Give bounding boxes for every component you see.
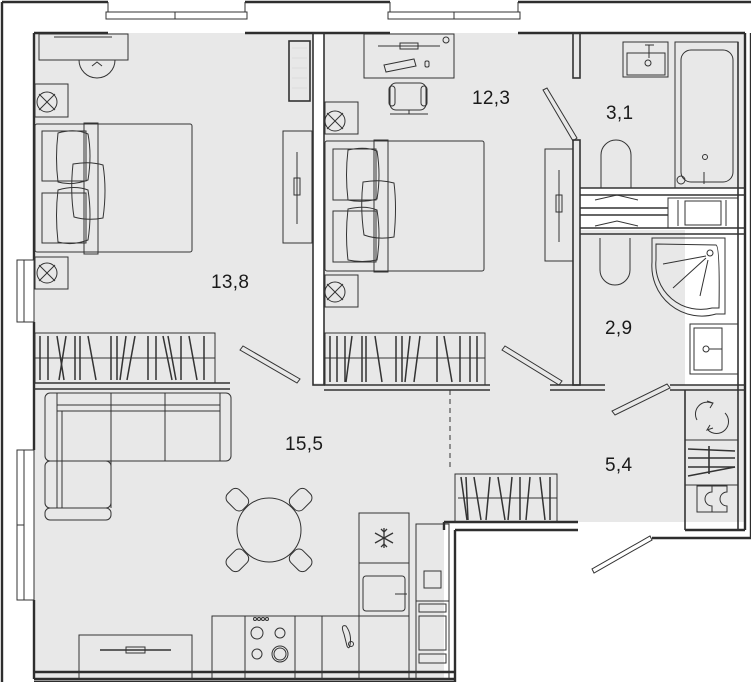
bathtub: [674, 41, 739, 189]
window-left-bedroom: [16, 259, 35, 323]
dining-table: [225, 487, 313, 573]
room-area-bathroom: 3,1: [606, 103, 634, 124]
fan-icon: [324, 274, 359, 308]
wardrobe-right-small: [544, 148, 574, 262]
toilet: [600, 139, 632, 188]
wardrobe-right: [324, 332, 486, 386]
door-entrance: [591, 535, 653, 574]
oven: [358, 562, 410, 617]
wardrobe-hall: [454, 473, 558, 523]
door-bedroom-right: [501, 345, 563, 386]
wardrobe-left: [34, 332, 216, 384]
sink-icon: [689, 323, 739, 375]
tv-console: [78, 634, 193, 680]
radiator-icon: [684, 439, 739, 486]
electric-panel-icon: [696, 485, 728, 513]
cooktop-icon: [250, 617, 289, 663]
door-bedroom-left: [239, 345, 301, 384]
office-chair: [388, 82, 428, 115]
corner-sofa: [44, 392, 232, 521]
room-area-hallway: 5,4: [605, 455, 633, 476]
desk-left: [38, 33, 129, 79]
door-bathroom: [542, 87, 578, 142]
room-area-shower-room: 2,9: [605, 318, 633, 339]
window-left-living: [16, 449, 35, 601]
room-area-bedroom-right: 12,3: [472, 88, 511, 109]
tall-cabinet: [415, 523, 450, 680]
window-top-right: [387, 2, 521, 33]
towel-shelves: [594, 194, 739, 229]
bed-left: [34, 122, 193, 255]
radiator-icon: [288, 40, 311, 102]
sink-icon: [622, 41, 669, 78]
sink-icon: [341, 625, 354, 649]
room-area-living-kitchen: 15,5: [285, 434, 324, 455]
fan-icon: [34, 256, 69, 290]
bed-right: [324, 139, 485, 273]
toilet: [599, 238, 631, 286]
desk-right: [363, 33, 455, 79]
fan-icon: [324, 101, 359, 135]
kitchen-counter: [211, 615, 410, 680]
wardrobe-left-small: [282, 130, 313, 244]
snowflake-icon: [358, 512, 410, 564]
floor-fill: [34, 33, 745, 679]
fan-icon: [34, 83, 69, 118]
window-top-left: [105, 2, 248, 33]
door-shower: [611, 383, 671, 416]
shower-tray: [651, 237, 726, 317]
room-area-bedroom-left: 13,8: [211, 272, 250, 293]
